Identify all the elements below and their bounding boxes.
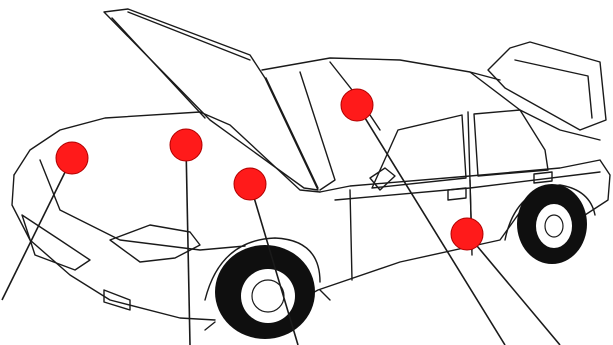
fender-line	[110, 225, 200, 262]
leader-line	[357, 105, 505, 345]
windshield	[266, 72, 335, 190]
rear-wheel	[517, 184, 587, 264]
marker-front-hood-left	[56, 142, 88, 174]
rear-side-window	[474, 110, 548, 176]
marker-roof	[341, 89, 373, 121]
front-wheel	[215, 245, 315, 339]
front-grille	[104, 290, 130, 310]
marker-group	[56, 89, 483, 250]
hood-inner-edge	[112, 12, 250, 118]
marker-front-fender	[234, 168, 266, 200]
marker-front-hood-center	[170, 129, 202, 161]
marker-rear-door	[451, 218, 483, 250]
trunk-lid-inner	[515, 60, 592, 118]
raised-hood	[104, 9, 318, 190]
leader-line	[186, 145, 190, 345]
door-handle-rear	[534, 172, 552, 183]
roof-line	[262, 58, 500, 80]
leader-line	[2, 158, 72, 300]
